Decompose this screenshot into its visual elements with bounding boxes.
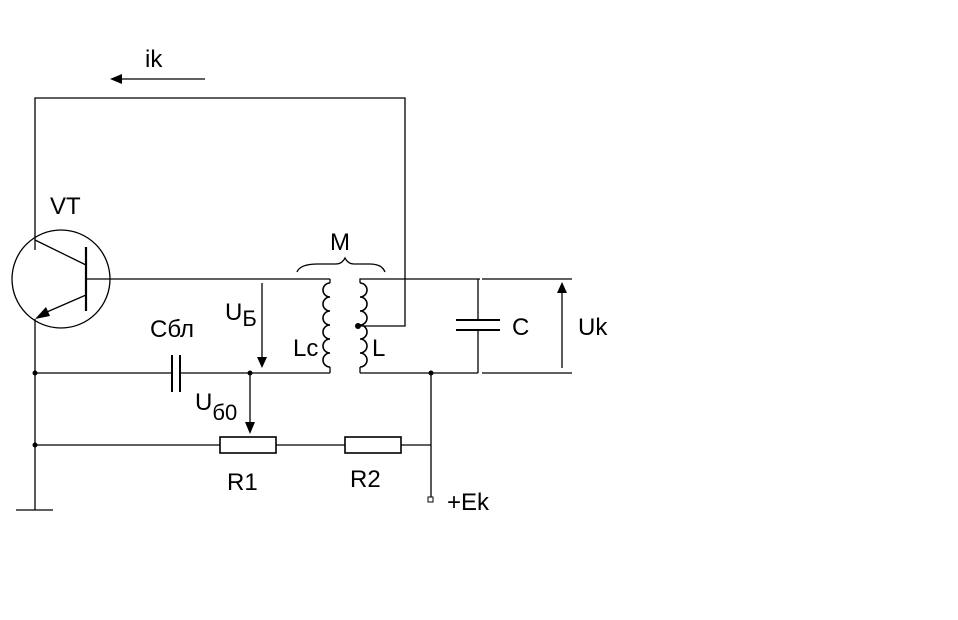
r2-label: R2 <box>350 466 381 493</box>
resistor-divider-row <box>35 436 431 454</box>
ik-label: ik <box>145 46 163 73</box>
ub-voltage-arrow <box>257 283 267 368</box>
l-label: L <box>372 335 385 362</box>
resistor-r2 <box>344 436 402 454</box>
csbl-label: Cбл <box>150 316 194 343</box>
tank-inductor-l <box>355 278 480 373</box>
collector-current-arrow <box>110 74 205 84</box>
resistor-r1 <box>219 436 277 454</box>
blocking-capacitor-csbl <box>35 355 330 392</box>
ub-label: UБ <box>225 299 257 331</box>
coupling-inductor-lc <box>322 279 331 373</box>
c-label: C <box>512 314 529 341</box>
tank-capacitor-c <box>360 279 500 374</box>
output-voltage-terminals <box>482 278 572 374</box>
ek-label: +Ek <box>447 489 490 516</box>
lc-label: Lc <box>293 335 318 362</box>
supply-rail <box>427 370 434 503</box>
r1-label: R1 <box>227 469 258 496</box>
emitter-ground-rail <box>16 319 53 511</box>
mutual-inductance-brace <box>296 256 386 273</box>
m-label: M <box>330 229 350 256</box>
collector-feedback-wire <box>34 97 406 327</box>
vt-label: VT <box>50 193 81 220</box>
u60-wiper-arrow <box>245 373 255 434</box>
transistor-vt <box>11 229 111 329</box>
u60-label: Uб0 <box>195 389 237 425</box>
uk-label: Uk <box>578 314 608 341</box>
